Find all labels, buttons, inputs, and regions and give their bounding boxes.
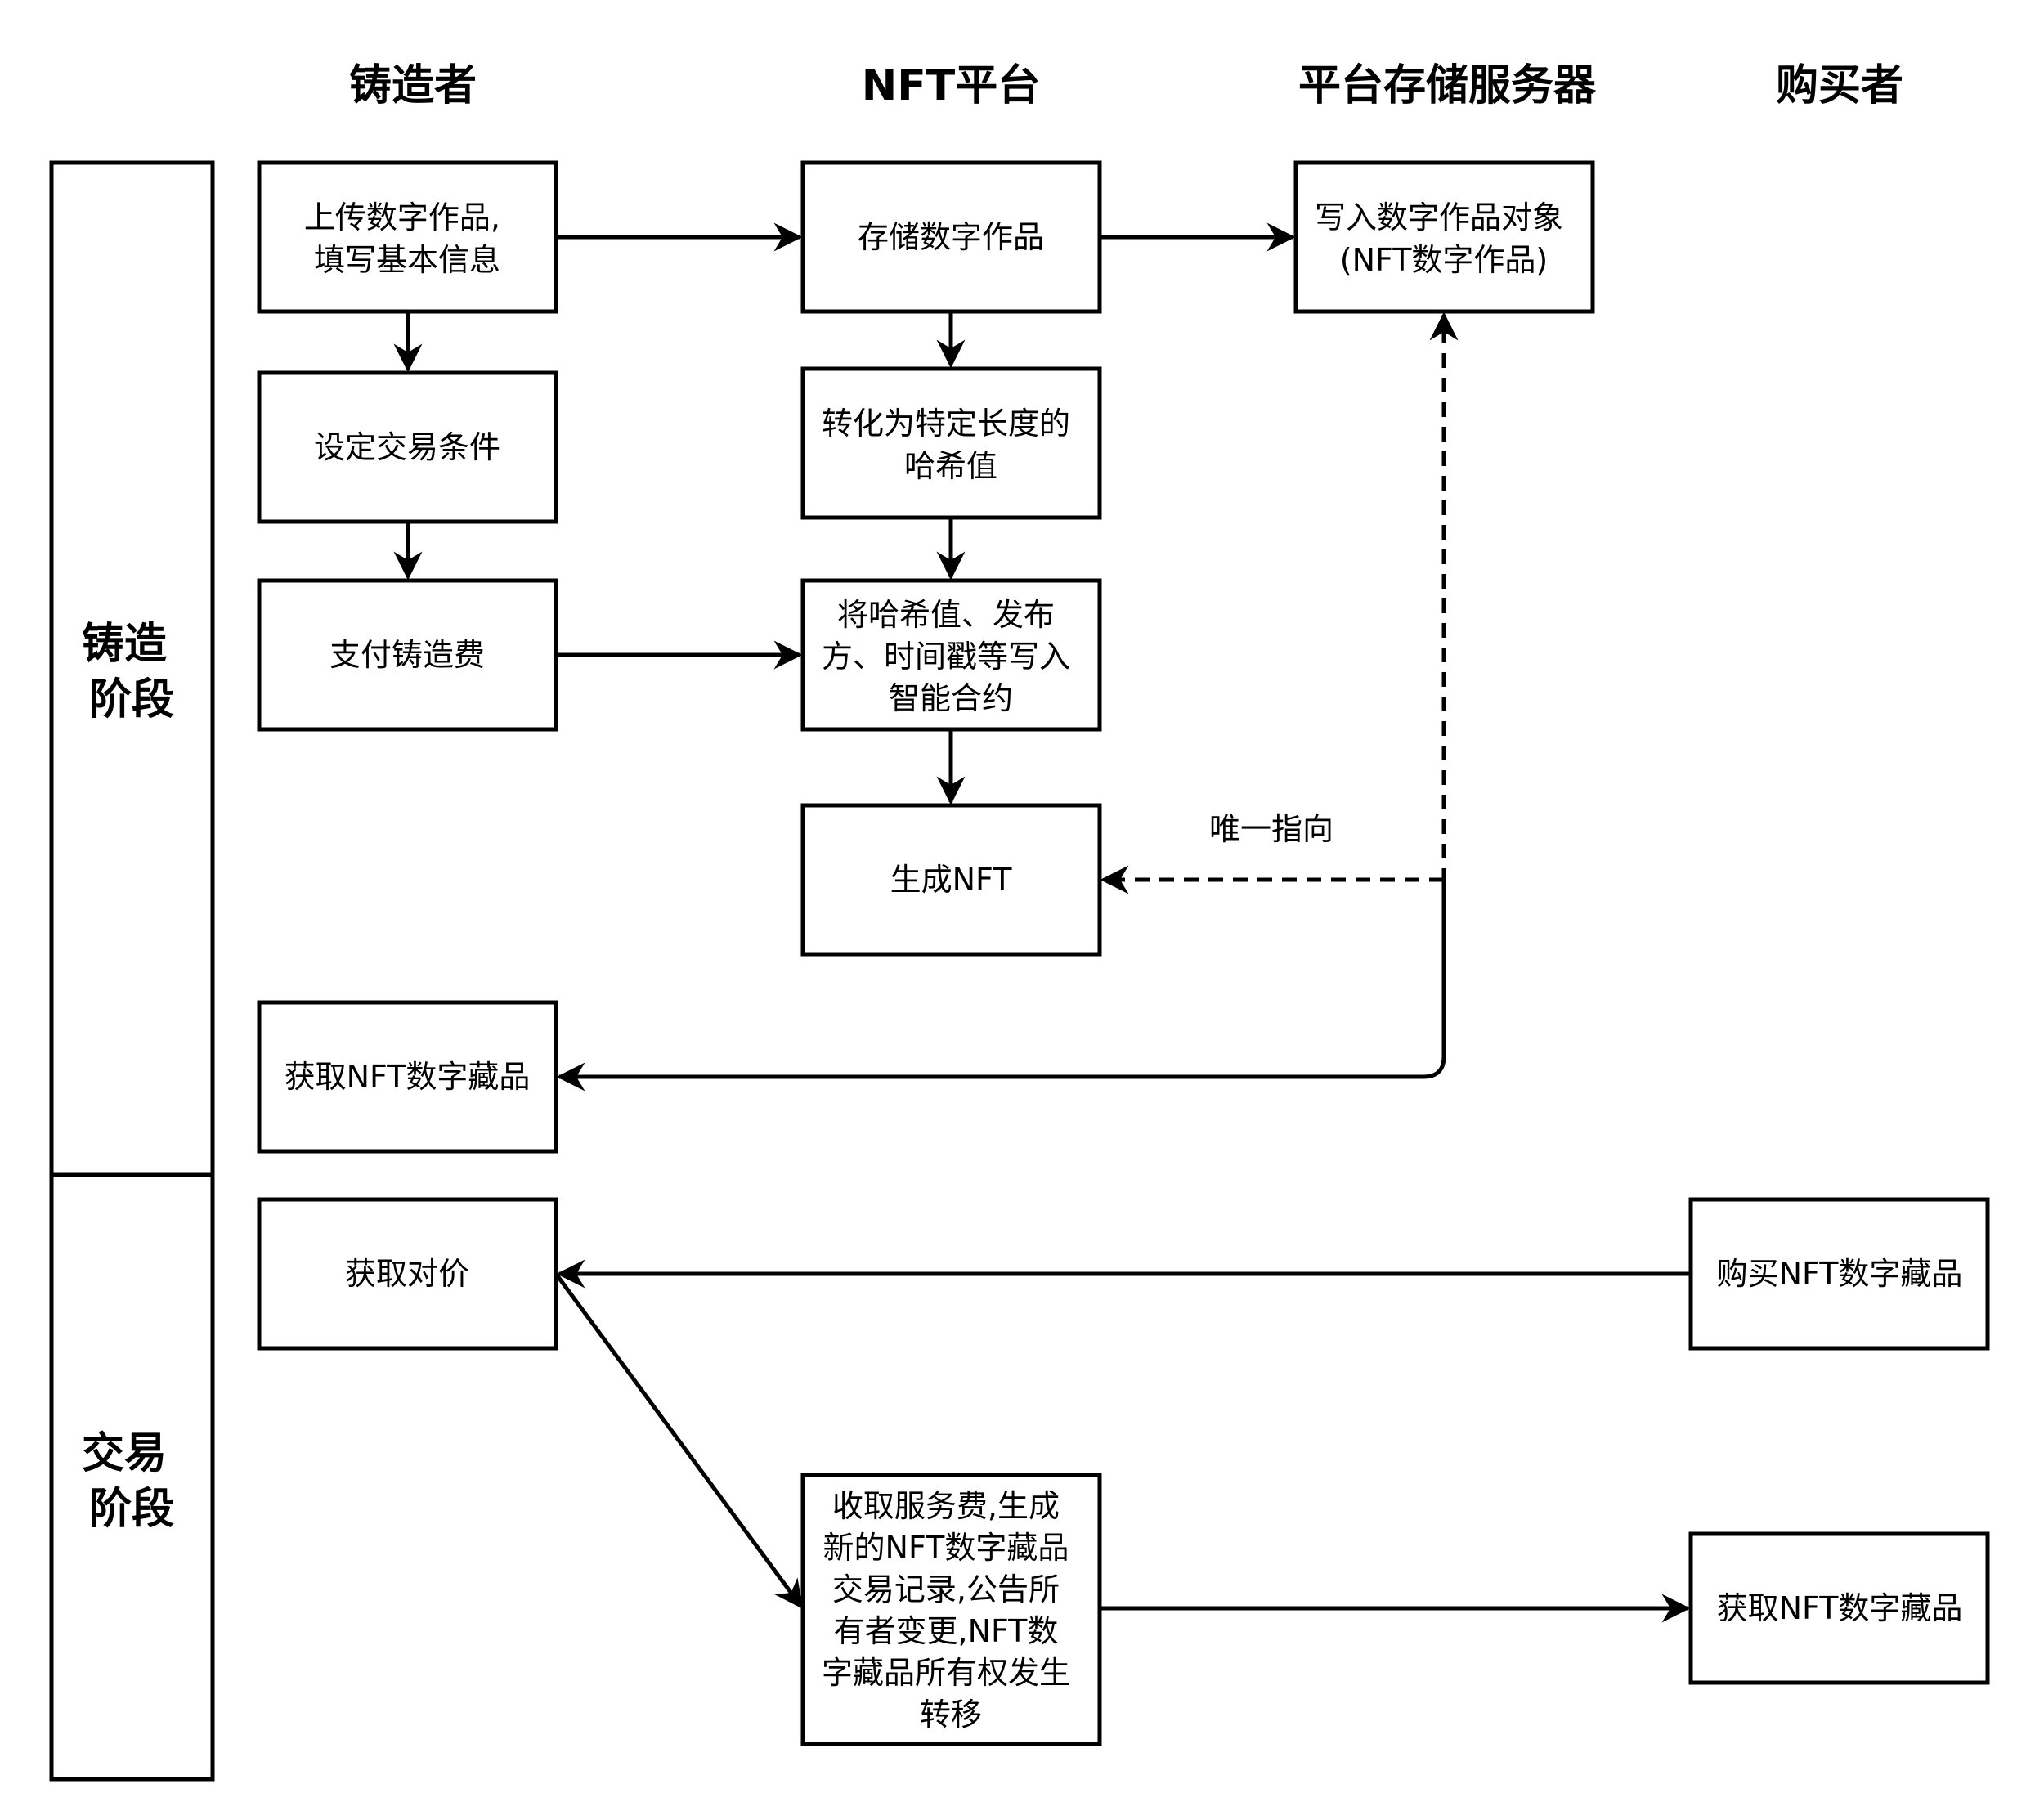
node-pay-fee-line-1: 支付铸造费 xyxy=(329,637,485,673)
edge-label-unique-pointer: 唯一指向 xyxy=(1209,811,1333,847)
node-service-fee-line-3: 交易记录,公告所 xyxy=(832,1571,1060,1607)
svg-text:购买NFT数字藏品: 购买NFT数字藏品 xyxy=(1717,1256,1963,1292)
node-service-fee-line-4: 有者变更,NFT数 xyxy=(833,1613,1058,1649)
node-get-nft-buyer: 获取NFT数字藏品 xyxy=(1688,1531,1990,1685)
phase-trading-label: 交易 阶段 xyxy=(82,1429,182,1534)
node-upload: 上传数字作品, 填写基本信息 xyxy=(257,160,558,314)
svg-text:支付铸造费: 支付铸造费 xyxy=(329,637,485,673)
phase-trading-line-1: 交易 xyxy=(82,1429,167,1478)
node-get-nft-buyer-line-1: 获取NFT数字藏品 xyxy=(1717,1590,1963,1626)
node-service-fee-line-2: 新的NFT数字藏品 xyxy=(823,1530,1069,1566)
node-store-work: 存储数字作品 xyxy=(800,160,1102,314)
node-buy-nft: 购买NFT数字藏品 xyxy=(1688,1197,1990,1351)
lane-header-buyer: 购买者 xyxy=(1776,61,1903,110)
node-upload-line-1: 上传数字作品, xyxy=(304,199,500,235)
svg-text:设定交易条件: 设定交易条件 xyxy=(314,429,500,465)
node-write-contract: 将哈希值、发布 方、时间戳等写入 智能合约 xyxy=(800,578,1102,732)
svg-text:存储数字作品: 存储数字作品 xyxy=(858,219,1044,255)
lane-header-minter: 铸造者 xyxy=(349,61,477,110)
node-set-conditions: 设定交易条件 xyxy=(257,370,558,524)
lane-header-storage: 平台存储服务器 xyxy=(1298,61,1597,110)
node-generate-nft: 生成NFT xyxy=(800,803,1102,957)
node-service-fee: 收取服务费,生成 新的NFT数字藏品 交易记录,公告所 有者变更,NFT数 字藏… xyxy=(800,1473,1102,1746)
phase-minting-line-1: 铸造 xyxy=(82,620,167,669)
node-get-nft-minter: 获取NFT数字藏品 xyxy=(257,1000,558,1154)
node-get-consideration-line-1: 获取对价 xyxy=(345,1256,469,1292)
node-buy-nft-line-1: 购买NFT数字藏品 xyxy=(1717,1256,1963,1292)
node-write-contract-line-3: 智能合约 xyxy=(889,680,1013,716)
phase-trading-line-2: 阶段 xyxy=(89,1485,174,1534)
node-write-object-line-1: 写入数字作品对象 xyxy=(1315,199,1563,235)
edge-consideration-to-service-fee xyxy=(554,1272,804,1609)
node-to-hash-line-1: 转化为特定长度的 xyxy=(822,406,1070,442)
edge-to-get-nft-minter xyxy=(556,868,1446,1092)
svg-text:收取服务费,生成 新的NFT数字藏品: 收取服务费,生成 新的NFT数字藏品 交易记录,公告所 有者变更,NFT数 字藏… xyxy=(822,1488,1080,1733)
node-pay-fee: 支付铸造费 xyxy=(257,578,558,732)
node-get-consideration: 获取对价 xyxy=(257,1197,558,1351)
lane-header-platform: NFT平台 xyxy=(862,61,1041,110)
node-upload-line-2: 填写基本信息 xyxy=(314,242,500,278)
phase-minting-line-2: 阶段 xyxy=(89,675,174,724)
node-write-object: 写入数字作品对象 (NFT数字作品) xyxy=(1293,160,1595,314)
node-to-hash: 转化为特定长度的 哈希值 xyxy=(800,366,1102,520)
svg-text:生成NFT: 生成NFT xyxy=(890,862,1013,898)
node-write-contract-line-1: 将哈希值、发布 xyxy=(837,597,1055,633)
phase-minting-label: 铸造 阶段 xyxy=(82,620,182,724)
node-write-object-line-2: (NFT数字作品) xyxy=(1340,242,1548,278)
svg-text:转化为特定长度的 哈希值: 转化为特定长度的 哈希值 xyxy=(822,406,1080,484)
node-write-contract-line-2: 方、时间戳等写入 xyxy=(822,639,1070,675)
node-service-fee-line-1: 收取服务费,生成 xyxy=(832,1488,1060,1524)
node-service-fee-line-5: 字藏品所有权发生 xyxy=(822,1655,1070,1691)
svg-text:获取NFT数字藏品: 获取NFT数字藏品 xyxy=(285,1059,531,1095)
node-set-conditions-line-1: 设定交易条件 xyxy=(314,429,500,465)
node-to-hash-line-2: 哈希值 xyxy=(904,448,997,484)
node-service-fee-line-6: 转移 xyxy=(920,1697,982,1733)
phase-trading-box xyxy=(49,1172,215,1782)
svg-text:写入数字作品对象 (NFT数字作品): 写入数字作品对象 (NFT数字作品) xyxy=(1315,199,1573,278)
node-generate-nft-line-1: 生成NFT xyxy=(890,862,1013,898)
node-get-nft-minter-line-1: 获取NFT数字藏品 xyxy=(285,1059,531,1095)
svg-text:获取NFT数字藏品: 获取NFT数字藏品 xyxy=(1717,1590,1963,1626)
svg-text:将哈希值、发布 方、时间戳等写入 智: 将哈希值、发布 方、时间戳等写入 智能合约 xyxy=(822,597,1080,716)
node-store-work-line-1: 存储数字作品 xyxy=(858,219,1044,255)
phase-minting-box xyxy=(49,160,215,1177)
svg-text:获取对价: 获取对价 xyxy=(345,1256,469,1292)
svg-text:上传数字作品, 填写基本信息: 上传数字作品, 填写基本信息 xyxy=(304,199,510,278)
